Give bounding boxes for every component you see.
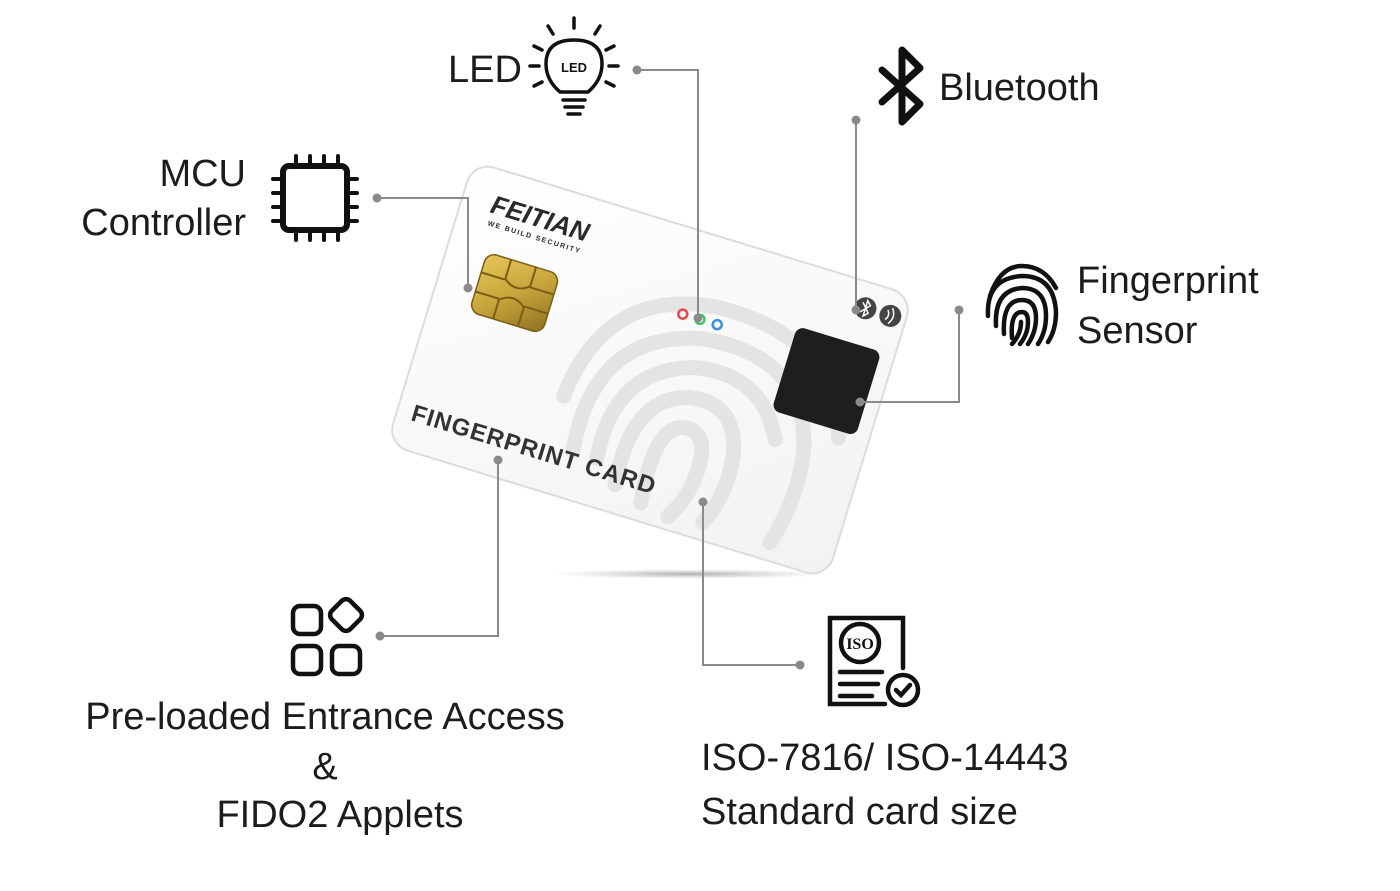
applets-grid-icon bbox=[290, 596, 365, 677]
smartcard-chip bbox=[470, 254, 559, 333]
mcu-label-line1: MCU bbox=[159, 153, 246, 195]
fingerprint-label-line1: Fingerprint bbox=[1077, 260, 1259, 302]
led-blue-dot bbox=[711, 318, 723, 331]
bluetooth-label: Bluetooth bbox=[939, 67, 1100, 109]
mcu-label-line2: Controller bbox=[81, 202, 246, 244]
leader-dots bbox=[372, 65, 964, 670]
fingerprint-label-line2: Sensor bbox=[1077, 310, 1198, 352]
fingerprint-icon bbox=[985, 263, 1059, 347]
iso-label-line1: ISO-7816/ ISO-14443 bbox=[701, 737, 1069, 779]
iso-label-line2: Standard card size bbox=[701, 791, 1018, 833]
fingerprint-card: FEITIAN WE BUILD SECURITY FINGERPRINT CA… bbox=[391, 165, 909, 575]
led-label: LED bbox=[448, 49, 522, 91]
fingerprint-sensor bbox=[773, 328, 880, 435]
mcu-chip-icon bbox=[271, 154, 359, 242]
applets-label-line1: Pre-loaded Entrance Access bbox=[85, 696, 565, 738]
iso-badge-text: ISO bbox=[846, 636, 874, 653]
leader-iso bbox=[702, 502, 800, 666]
leader-fingerprint bbox=[860, 310, 960, 403]
applets-label-line3: FIDO2 Applets bbox=[216, 794, 464, 836]
card-nfc-badge bbox=[879, 304, 902, 327]
applets-label-line2: & bbox=[312, 746, 338, 788]
iso-certificate-icon bbox=[827, 615, 921, 708]
led-red-dot bbox=[677, 308, 689, 320]
leader-applets bbox=[380, 460, 499, 637]
led-bulb-icon bbox=[528, 16, 620, 116]
leader-led bbox=[637, 69, 699, 318]
leader-lines bbox=[377, 69, 960, 666]
bluetooth-icon bbox=[878, 46, 924, 126]
card-shadow bbox=[550, 569, 830, 579]
led-bulb-text: LED bbox=[561, 60, 587, 75]
leader-mcu bbox=[377, 197, 469, 288]
